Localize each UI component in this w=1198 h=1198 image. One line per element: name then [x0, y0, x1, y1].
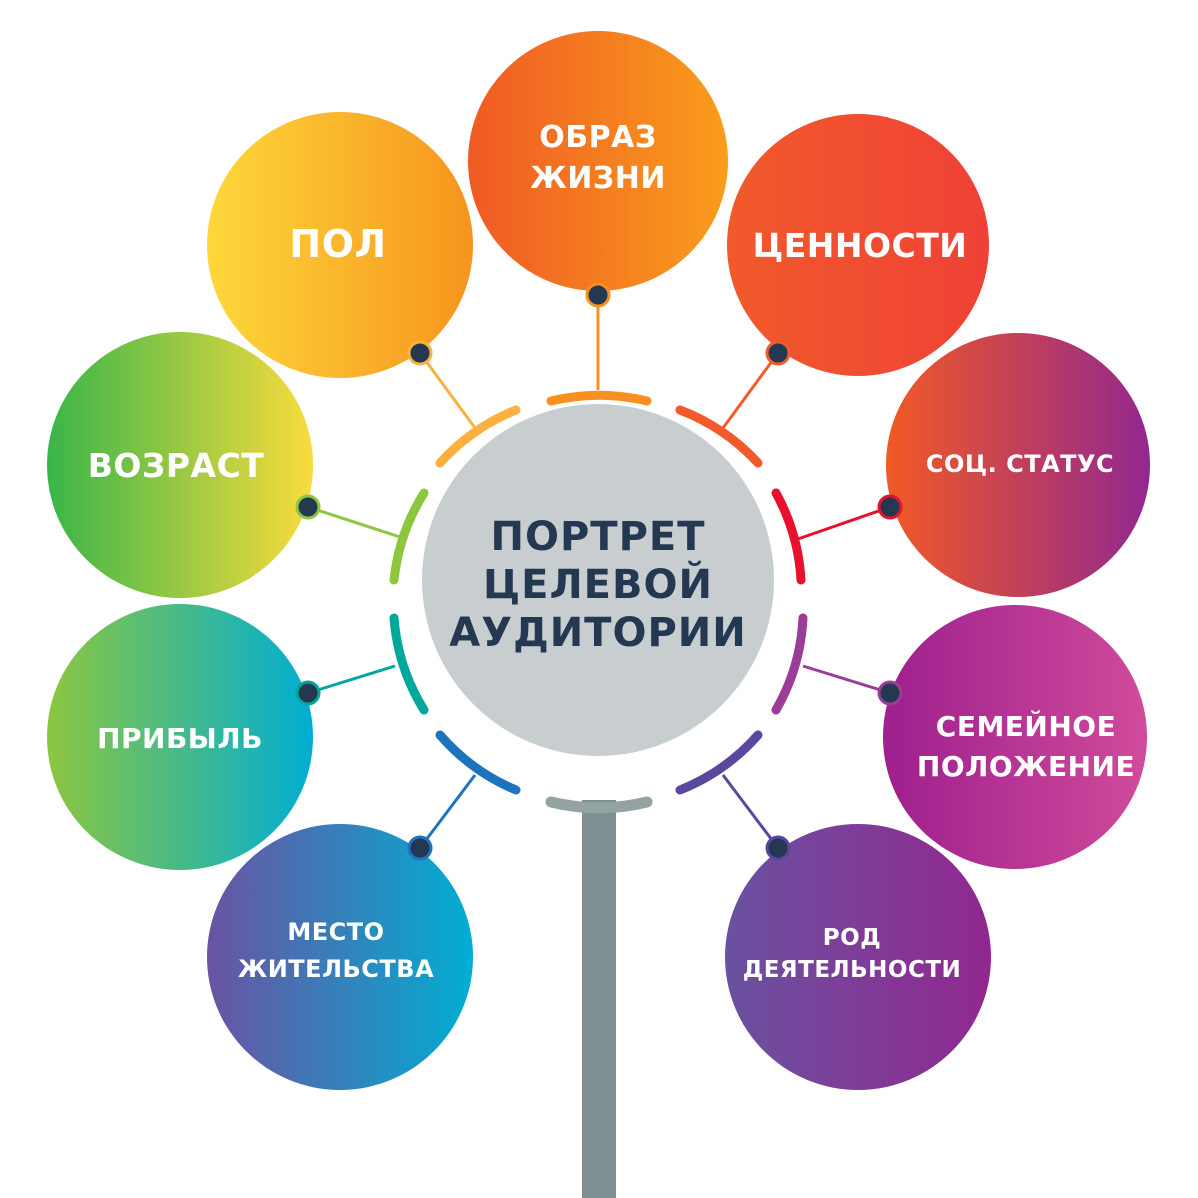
ring-segment-social-status: [771, 488, 806, 585]
center-node: ПОРТРЕТ ЦЕЛЕВОЙ АУДИТОРИИ: [422, 404, 774, 756]
node-label-lifestyle-line-1: ОБРАЗ: [539, 120, 656, 155]
ring-segment-family-status: [771, 613, 808, 715]
node-label-residence-line-2: ЖИТЕЛЬСТВА: [238, 955, 434, 983]
connector-dot-occupation: [765, 835, 791, 861]
node-label-values: ЦЕННОСТИ: [753, 226, 968, 265]
connector-dots: [295, 282, 903, 861]
node-occupation: РОД ДЕЯТЕЛЬНОСТИ: [725, 824, 991, 1090]
node-label-social-status: СОЦ. СТАТУС: [926, 450, 1114, 478]
connector-income: [307, 664, 396, 695]
connector-residence: [418, 774, 477, 849]
node-circle-income: [47, 604, 313, 870]
node-circle-social-status: [886, 333, 1150, 597]
node-circle-lifestyle: [468, 31, 728, 291]
ring-segment-values: [675, 405, 763, 468]
node-label-gender: ПОЛ: [289, 222, 386, 266]
node-income: ПРИБЫЛЬ: [47, 604, 313, 870]
ring-segment-stem-cap: [545, 796, 653, 814]
connector-social-status: [794, 505, 891, 542]
connector-dot-income: [295, 680, 321, 706]
node-age: ВОЗРАСТ: [47, 332, 313, 598]
ring-segments: [389, 390, 808, 814]
node-circle-family-status: [883, 605, 1147, 869]
node-lifestyle: ОБРАЗ ЖИЗНИ: [468, 31, 728, 291]
connector-dot-lifestyle: [585, 282, 611, 308]
ring-segment-income: [389, 613, 429, 715]
stem: [582, 800, 616, 1198]
node-family-status: СЕМЕЙНОЕ ПОЛОЖЕНИЕ: [883, 605, 1147, 869]
ring-segment-age: [389, 488, 429, 585]
center-title-line-3: АУДИТОРИИ: [449, 610, 746, 656]
connector-family-status: [802, 664, 891, 695]
node-label-residence-line-1: МЕСТО: [287, 918, 384, 946]
ring-segment-lifestyle: [546, 390, 652, 406]
connector-age: [307, 505, 401, 539]
node-gender: ПОЛ: [207, 112, 473, 378]
connector-values: [721, 352, 780, 429]
node-label-income: ПРИБЫЛЬ: [97, 722, 263, 755]
center-title-line-1: ПОРТРЕТ: [490, 514, 705, 560]
connector-occupation: [721, 774, 780, 849]
node-circle-residence: [207, 824, 473, 1090]
connector-dot-residence: [407, 835, 433, 861]
node-label-age: ВОЗРАСТ: [88, 446, 265, 485]
node-circle-values: [727, 114, 989, 376]
center-title-line-2: ЦЕЛЕВОЙ: [483, 560, 713, 608]
connector-dot-values: [765, 340, 791, 366]
node-social-status: СОЦ. СТАТУС: [886, 333, 1150, 597]
connector-gender: [418, 352, 477, 429]
node-label-lifestyle-line-2: ЖИЗНИ: [530, 161, 666, 196]
node-values: ЦЕННОСТИ: [727, 114, 989, 376]
node-label-occupation-line-2: ДЕЯТЕЛЬНОСТИ: [743, 957, 962, 983]
ring-segment-gender: [435, 405, 521, 468]
node-circle-age: [47, 332, 313, 598]
connector-dot-gender: [407, 340, 433, 366]
connector-dot-social-status: [877, 494, 903, 520]
connector-dot-age: [295, 494, 321, 520]
connectors: [307, 294, 891, 849]
node-label-family-status-line-1: СЕМЕЙНОЕ: [936, 709, 1116, 743]
node-circle-occupation: [725, 824, 991, 1090]
ring-segment-residence: [435, 730, 521, 795]
center-circle: [422, 404, 774, 756]
node-label-family-status-line-2: ПОЛОЖЕНИЕ: [917, 750, 1135, 783]
ring-segment-occupation: [675, 730, 763, 795]
node-label-occupation-line-1: РОД: [823, 925, 881, 951]
node-residence: МЕСТО ЖИТЕЛЬСТВА: [207, 824, 473, 1090]
node-circle-gender: [207, 112, 473, 378]
connector-dot-family-status: [877, 680, 903, 706]
